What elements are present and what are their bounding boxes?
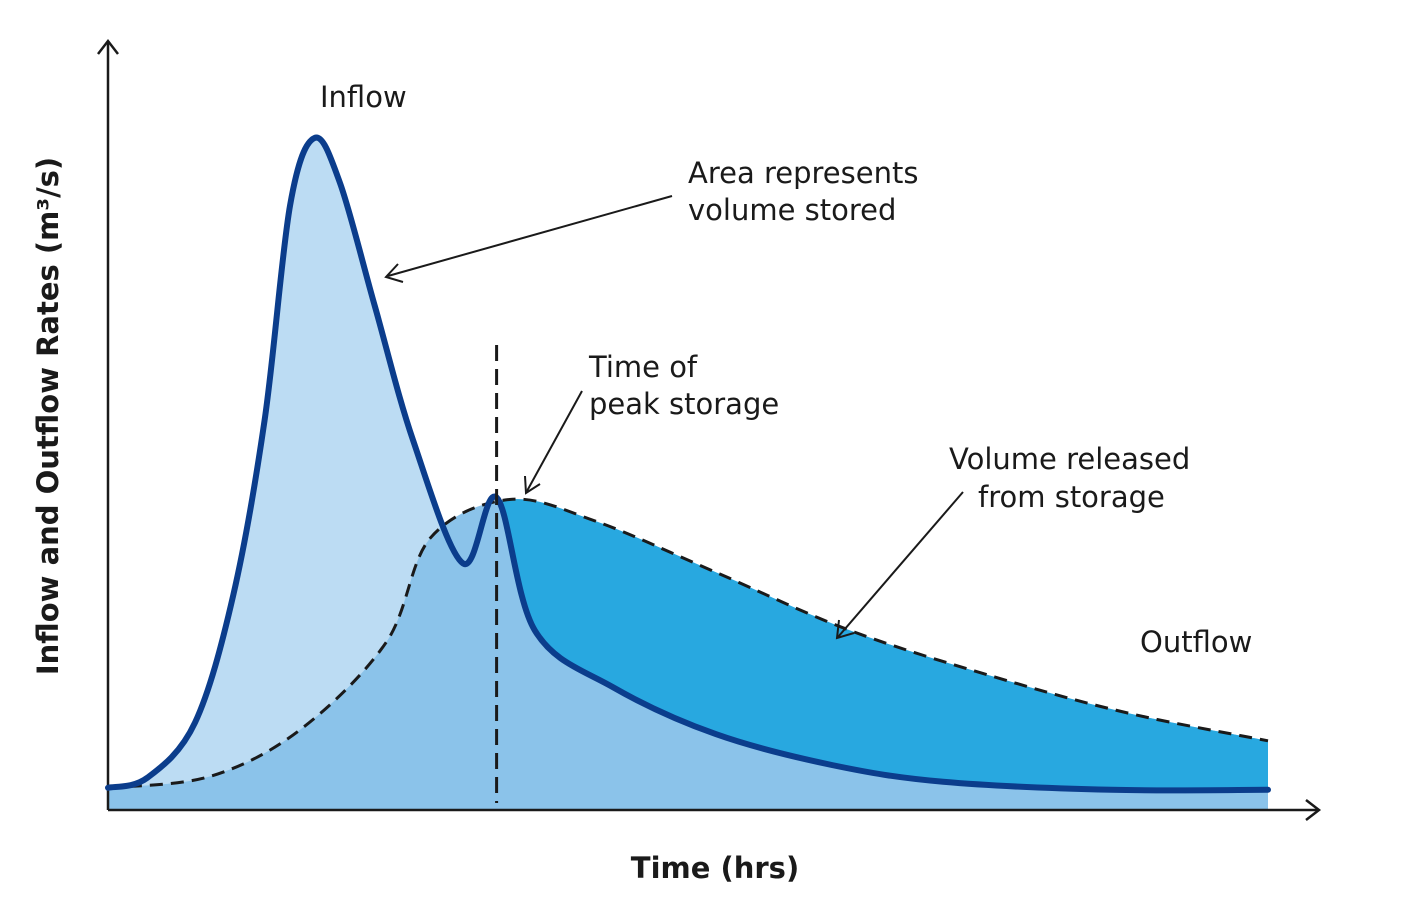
stored-label-line1: Area represents xyxy=(688,156,918,190)
x-axis-arrow xyxy=(1305,799,1322,821)
peak-arrow-line xyxy=(526,390,583,492)
peak-arrowhead xyxy=(524,475,541,495)
stored-arrow-line xyxy=(387,195,673,277)
annotation-arrows xyxy=(384,195,964,640)
y-axis-arrow xyxy=(97,38,119,55)
peak-label-line2: peak storage xyxy=(589,387,779,421)
released-label-line1: Volume released xyxy=(949,442,1190,476)
outflow-series-line xyxy=(107,497,1269,790)
released-arrowhead xyxy=(835,619,855,640)
stored-arrowhead xyxy=(384,263,404,283)
released-arrow-line xyxy=(837,491,964,638)
inflow-label: Inflow xyxy=(320,80,407,114)
stored-label-line2: volume stored xyxy=(688,193,896,227)
y-axis-title: Inflow and Outflow Rates (m³/s) xyxy=(31,157,65,675)
axes xyxy=(97,38,1322,821)
outflow-label: Outflow xyxy=(1140,625,1252,659)
released-volume-fill xyxy=(496,497,1268,791)
inflow-series-line xyxy=(105,134,1271,794)
peak-label-line1: Time of xyxy=(588,350,698,384)
x-axis-title: Time (hrs) xyxy=(631,851,799,885)
released-label-line2: from storage xyxy=(978,480,1165,514)
